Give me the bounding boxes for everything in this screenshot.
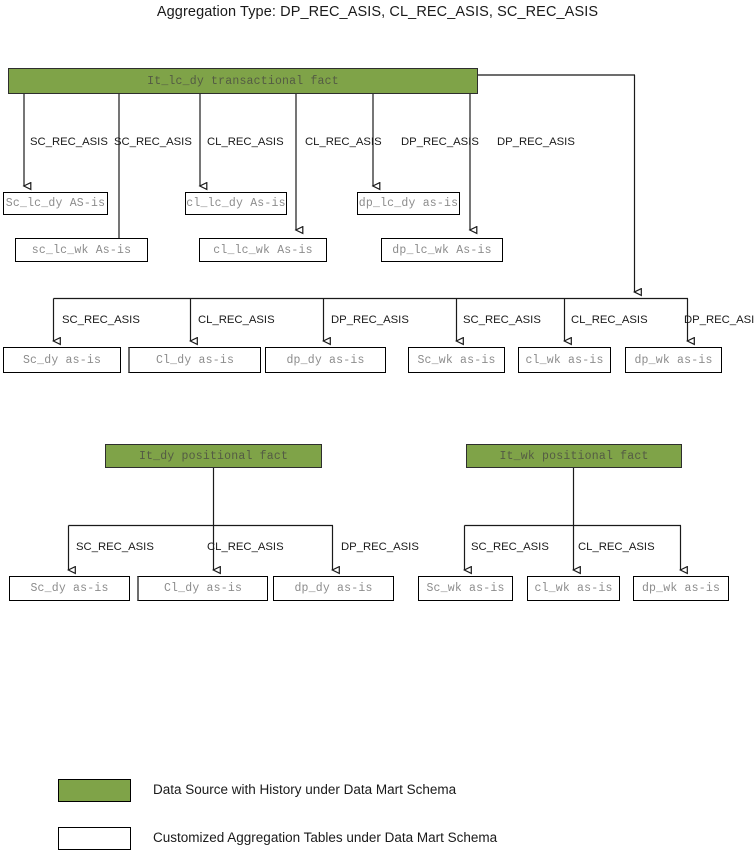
node-label: It_dy positional fact <box>138 449 289 463</box>
node-label: Sc_dy as-is <box>30 582 109 595</box>
node-cl-wk-as-is-pos[interactable]: cl_wk as-is <box>527 576 620 601</box>
node-it-dy-positional-fact[interactable]: It_dy positional fact <box>105 444 322 468</box>
node-label: Sc_dy as-is <box>22 353 102 367</box>
node-sc-dy-as-is-pos[interactable]: Sc_dy as-is <box>9 576 130 601</box>
edge-label-poswk-cl: CL_REC_ASIS <box>578 541 655 553</box>
node-label: dp_wk as-is <box>634 353 713 367</box>
node-label: It_lc_dy transactional fact <box>147 74 339 88</box>
edge-label-row3-cl-1: CL_REC_ASIS <box>198 314 275 326</box>
node-cl-lc-wk-as-is[interactable]: cl_lc_wk As-is <box>199 238 327 262</box>
node-sc-lc-dy-as-is[interactable]: Sc_lc_dy AS-is <box>3 192 108 215</box>
edge-label-row3-sc-1: SC_REC_ASIS <box>62 314 140 326</box>
edge-label-row3-cl-2: CL_REC_ASIS <box>571 314 648 326</box>
node-label: cl_wk as-is <box>534 582 613 595</box>
edge-label-poswk-sc: SC_REC_ASIS <box>471 541 549 553</box>
node-label: Sc_lc_dy AS-is <box>5 197 106 210</box>
node-label: dp_dy as-is <box>286 353 365 367</box>
node-label: dp_wk as-is <box>641 582 721 595</box>
node-label: Cl_dy as-is <box>155 353 235 367</box>
edge-label-sc-rec-asis-1: SC_REC_ASIS <box>30 136 108 148</box>
node-label: cl_lc_dy As-is <box>186 197 286 210</box>
legend-text-data-source: Data Source with History under Data Mart… <box>153 782 457 797</box>
node-dp-dy-as-is-pos[interactable]: dp_dy as-is <box>273 576 394 601</box>
node-label: It_wk positional fact <box>499 449 649 463</box>
node-label: Sc_wk as-is <box>426 582 505 595</box>
node-dp-wk-as-is-trans[interactable]: dp_wk as-is <box>625 347 722 373</box>
node-label: dp_dy as-is <box>294 582 373 595</box>
edge-label-posdy-sc: SC_REC_ASIS <box>76 541 154 553</box>
node-cl-lc-dy-as-is[interactable]: cl_lc_dy As-is <box>185 192 287 215</box>
node-dp-dy-as-is-trans[interactable]: dp_dy as-is <box>265 347 386 373</box>
node-dp-lc-dy-as-is[interactable]: dp_lc_dy as-is <box>357 192 460 215</box>
node-label: Cl_dy as-is <box>163 582 243 595</box>
node-cl-dy-as-is-trans[interactable]: Cl_dy as-is <box>128 347 261 373</box>
node-label: cl_lc_wk As-is <box>213 243 313 257</box>
node-sc-wk-as-is-trans[interactable]: Sc_wk as-is <box>408 347 505 373</box>
edge-label-posdy-dp: DP_REC_ASIS <box>341 541 419 553</box>
node-sc-dy-as-is-trans[interactable]: Sc_dy as-is <box>3 347 121 373</box>
node-sc-wk-as-is-pos[interactable]: Sc_wk as-is <box>418 576 513 601</box>
edge-label-row3-dp-2: DP_REC_ASIS <box>684 314 755 326</box>
edge-label-posdy-cl: CL_REC_ASIS <box>207 541 284 553</box>
node-label: dp_lc_wk As-is <box>392 243 492 257</box>
node-label: dp_lc_dy as-is <box>358 197 459 210</box>
edge-label-sc-rec-asis-2: SC_REC_ASIS <box>114 136 192 148</box>
node-label: cl_wk as-is <box>525 353 604 367</box>
legend-swatch-data-source <box>58 779 131 802</box>
node-label: Sc_wk as-is <box>417 353 496 367</box>
node-it-lc-dy-transactional-fact[interactable]: It_lc_dy transactional fact <box>8 68 478 94</box>
page-title: Aggregation Type: DP_REC_ASIS, CL_REC_AS… <box>156 4 599 20</box>
node-cl-dy-as-is-pos[interactable]: Cl_dy as-is <box>137 576 268 601</box>
node-cl-wk-as-is-trans[interactable]: cl_wk as-is <box>518 347 611 373</box>
edge-label-dp-rec-asis-2: DP_REC_ASIS <box>497 136 575 148</box>
node-label: sc_lc_wk As-is <box>31 243 132 257</box>
edge-label-dp-rec-asis-1: DP_REC_ASIS <box>401 136 479 148</box>
node-sc-lc-wk-as-is[interactable]: sc_lc_wk As-is <box>15 238 148 262</box>
edge-label-row3-dp-1: DP_REC_ASIS <box>331 314 409 326</box>
node-dp-wk-as-is-pos[interactable]: dp_wk as-is <box>633 576 729 601</box>
edge-label-cl-rec-asis-1: CL_REC_ASIS <box>207 136 284 148</box>
node-it-wk-positional-fact[interactable]: It_wk positional fact <box>466 444 682 468</box>
edge-label-cl-rec-asis-2: CL_REC_ASIS <box>305 136 382 148</box>
legend-swatch-aggregation-tables <box>58 827 131 850</box>
node-dp-lc-wk-as-is[interactable]: dp_lc_wk As-is <box>381 238 503 262</box>
legend-text-aggregation-tables: Customized Aggregation Tables under Data… <box>153 830 498 845</box>
edge-label-row3-sc-2: SC_REC_ASIS <box>463 314 541 326</box>
